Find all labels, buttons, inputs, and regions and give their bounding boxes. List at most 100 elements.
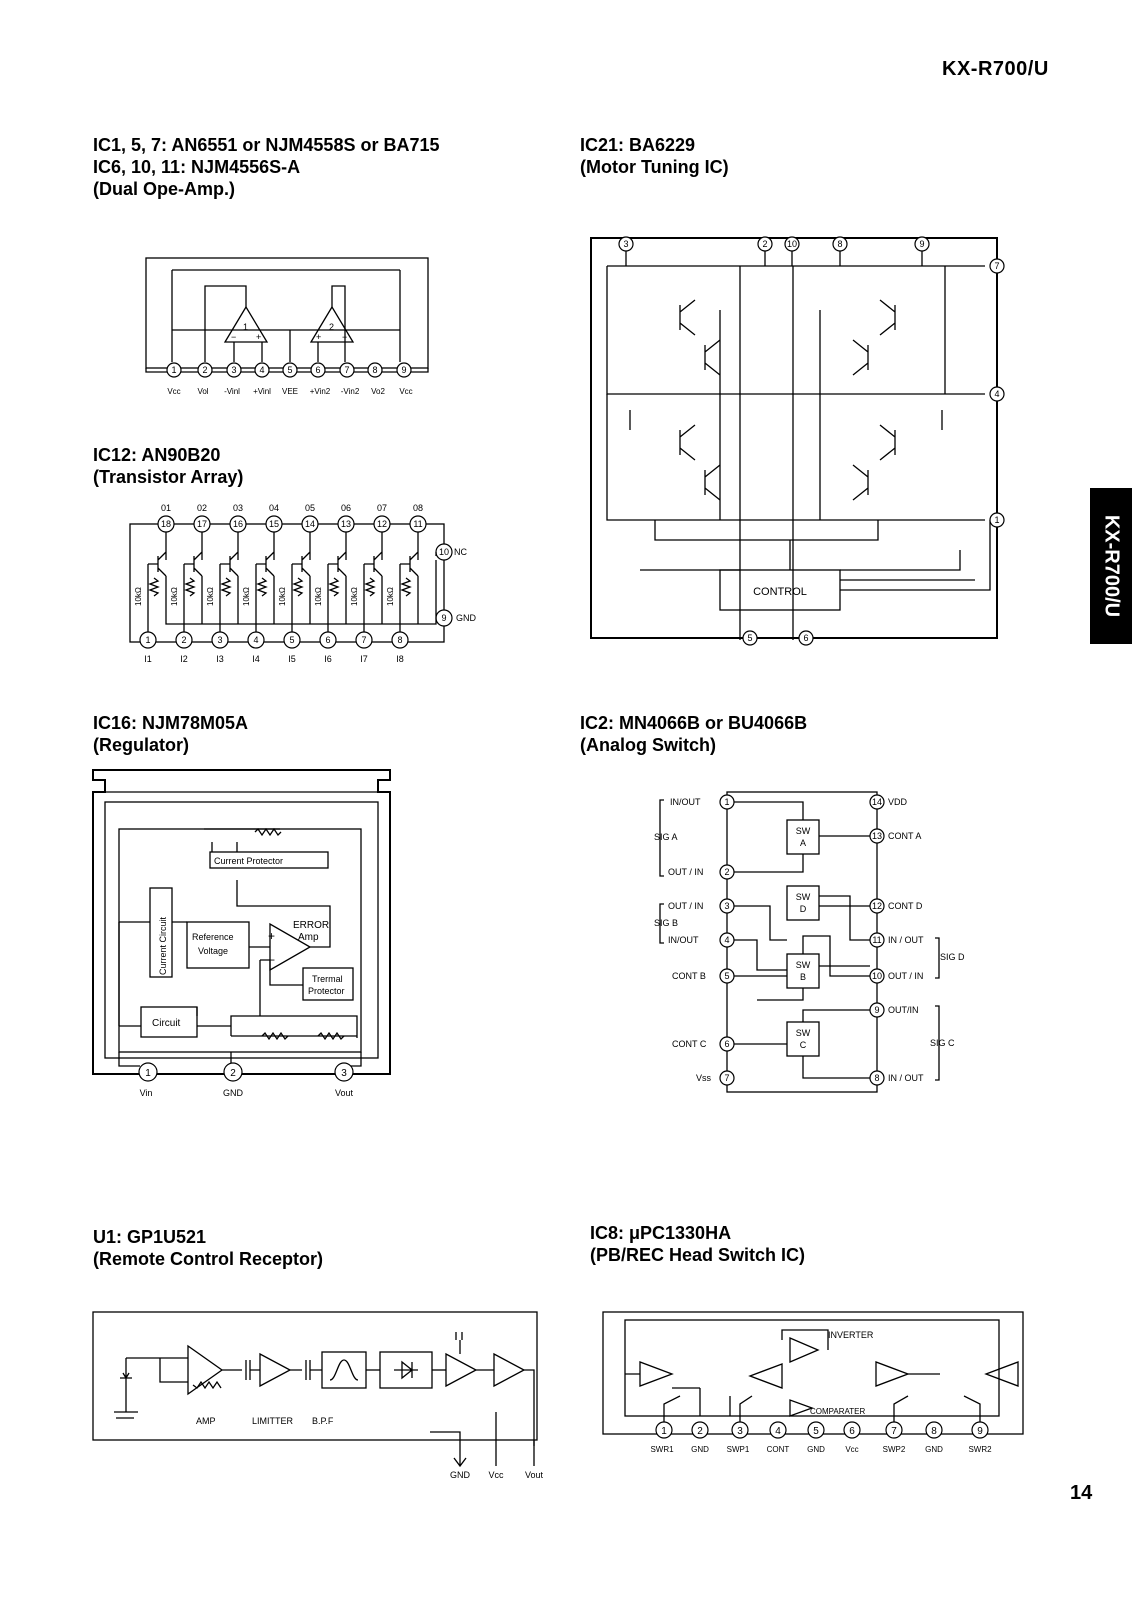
svg-text:1: 1 (145, 635, 150, 645)
array-input-label: I4 (252, 654, 260, 664)
side-tab: KX-R700/U (1090, 488, 1132, 644)
svg-text:11: 11 (413, 519, 422, 529)
regulator-current-protector: Current Protector (214, 856, 283, 866)
svg-text:16: 16 (233, 519, 243, 529)
array-gnd-label: GND (456, 613, 477, 623)
switch-right-label: CONT D (888, 901, 923, 911)
headswitch-pin-label: GND (807, 1445, 825, 1454)
regulator-reference-2: Voltage (198, 946, 228, 956)
headswitch-pin-label: SWP1 (727, 1445, 750, 1454)
svg-text:5: 5 (747, 633, 752, 643)
opamp-title: IC1, 5, 7: AN6551 or NJM4558S or BA715 I… (93, 134, 440, 200)
svg-text:7: 7 (344, 365, 349, 375)
svg-text:−: − (231, 332, 236, 342)
headswitch-title-line1: IC8: μPC1330HA (590, 1223, 732, 1243)
svg-text:4: 4 (259, 365, 264, 375)
opamp-pin-label: -Vin2 (341, 387, 360, 396)
svg-text:6: 6 (849, 1426, 855, 1437)
svg-text:+: + (316, 332, 321, 342)
receptor-title-line2: (Remote Control Receptor) (93, 1249, 324, 1269)
svg-text:2: 2 (697, 1426, 703, 1437)
svg-text:1: 1 (145, 1068, 151, 1079)
regulator-pin-label: Vout (335, 1088, 354, 1098)
headswitch-pin-label: SWR2 (968, 1445, 992, 1454)
array-resistor-label: 10kΩ (242, 587, 251, 606)
array-output-label: 01 (161, 503, 171, 513)
svg-text:9: 9 (401, 365, 406, 375)
svg-text:+: + (268, 929, 275, 943)
switch-right-label: OUT/IN (888, 1005, 919, 1015)
array-output-label: 02 (197, 503, 207, 513)
array-input-label: I6 (324, 654, 332, 664)
svg-text:7: 7 (994, 261, 999, 271)
svg-text:3: 3 (231, 365, 236, 375)
receptor-amp-label: AMP (196, 1416, 216, 1426)
switch-right-label: VDD (888, 797, 908, 807)
svg-text:10: 10 (872, 971, 882, 981)
opamp-pin-label: +Vinl (253, 387, 271, 396)
svg-text:4: 4 (994, 389, 999, 399)
switch-right-label: SIG D (940, 952, 965, 962)
headswitch-diagram: INVERTER COMPARATER 1 2 3 4 5 6 7 8 9 SW… (602, 1311, 1024, 1454)
svg-text:18: 18 (161, 519, 171, 529)
svg-text:5: 5 (724, 971, 729, 981)
svg-text:2: 2 (329, 322, 334, 332)
svg-text:2: 2 (762, 239, 767, 249)
switch-left-label: OUT / IN (668, 867, 703, 877)
switch-left-label: CONT C (672, 1039, 707, 1049)
motor-control-label: CONTROL (753, 586, 807, 598)
svg-text:9: 9 (441, 613, 446, 623)
svg-text:8: 8 (874, 1073, 879, 1083)
array-resistor-label: 10kΩ (278, 587, 287, 606)
headswitch-pin-label: SWP2 (883, 1445, 906, 1454)
array-output-label: 04 (269, 503, 279, 513)
svg-text:6: 6 (315, 365, 320, 375)
headswitch-pin-label: GND (925, 1445, 943, 1454)
motor-diagram: CONTROL 3 2 10 8 9 7 4 1 5 6 (590, 236, 1005, 646)
headswitch-comparator-label: COMPARATER (810, 1407, 865, 1416)
svg-text:+: + (256, 332, 261, 342)
opamp-title-line3: (Dual Ope-Amp.) (93, 179, 235, 199)
opamp-pin-label: +Vin2 (310, 387, 331, 396)
svg-text:6: 6 (325, 635, 330, 645)
switch-right-label: SIG C (930, 1038, 955, 1048)
array-resistor-label: 10kΩ (134, 587, 143, 606)
svg-text:1: 1 (661, 1426, 667, 1437)
svg-text:9: 9 (874, 1005, 879, 1015)
svg-text:9: 9 (977, 1426, 983, 1437)
svg-text:4: 4 (724, 935, 729, 945)
svg-text:3: 3 (737, 1426, 743, 1437)
regulator-title-line1: IC16: NJM78M05A (93, 713, 249, 733)
svg-text:8: 8 (931, 1426, 937, 1437)
svg-text:6: 6 (803, 633, 808, 643)
switch-right-label: CONT A (888, 831, 921, 841)
svg-text:14: 14 (305, 519, 315, 529)
svg-text:8: 8 (372, 365, 377, 375)
switch-c-label: C (800, 1040, 807, 1050)
switch-diagram: 1 2 3 4 5 6 7 14 13 12 11 10 9 8 SW A SW… (654, 791, 965, 1093)
svg-text:13: 13 (872, 831, 882, 841)
svg-text:7: 7 (724, 1073, 729, 1083)
array-input-label: I1 (144, 654, 152, 664)
switch-left-label: SIG A (654, 832, 678, 842)
receptor-diagram: AMP LIMITTER B.P.F GND Vcc Vout (92, 1311, 544, 1480)
motor-title-line1: IC21: BA6229 (580, 135, 696, 155)
svg-text:5: 5 (813, 1426, 819, 1437)
switch-left-label: OUT / IN (668, 901, 703, 911)
array-input-label: I8 (396, 654, 404, 664)
svg-text:2: 2 (230, 1068, 236, 1079)
array-input-label: I5 (288, 654, 296, 664)
switch-sw-label: SW (796, 960, 811, 970)
switch-b-label: B (800, 972, 806, 982)
regulator-thermal-1: Trermal (312, 974, 343, 984)
page-number: 14 (1070, 1482, 1093, 1504)
opamp-title-line1: IC1, 5, 7: AN6551 or NJM4558S or BA715 (93, 135, 440, 155)
headswitch-title-line2: (PB/REC Head Switch IC) (590, 1245, 806, 1265)
receptor-pin-label: Vout (525, 1470, 544, 1480)
array-resistor-label: 10kΩ (350, 587, 359, 606)
svg-text:10: 10 (439, 547, 449, 557)
switch-right-label: IN / OUT (888, 1073, 924, 1083)
model-number: KX-R700/U (942, 58, 1049, 80)
svg-text:1: 1 (171, 365, 176, 375)
